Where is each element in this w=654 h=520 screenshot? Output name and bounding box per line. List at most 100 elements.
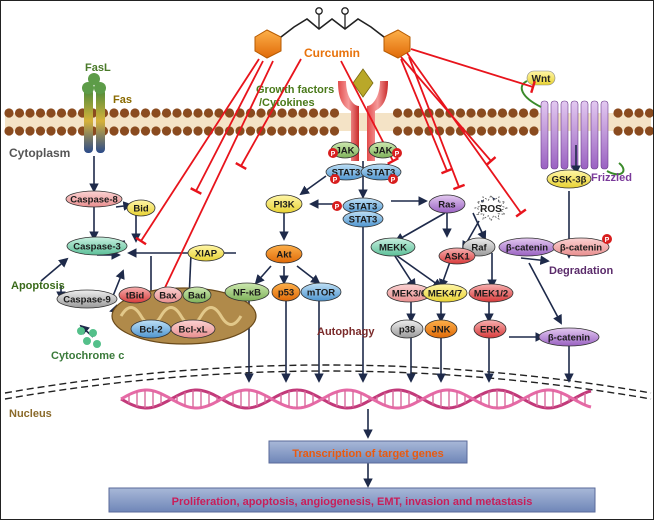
tbid-node: tBid: [118, 286, 152, 304]
bid-node: Bid: [126, 199, 156, 217]
growth-factors-label: Growth factors: [256, 84, 334, 96]
stat3-dimer-b-node-label: STAT3: [349, 215, 378, 226]
cell-membrane: [4, 108, 653, 136]
gsk3b-node: GSK-3β: [546, 169, 592, 189]
outcomes-box: [108, 487, 596, 513]
xiap-node-label: XIAP: [195, 249, 218, 260]
mek36-node-label: MEK3/6: [392, 289, 426, 300]
fas-label: Fas: [113, 94, 132, 106]
ask1-node: ASK1: [438, 247, 476, 265]
xiap-node: XIAP: [187, 244, 225, 262]
svg-text:P: P: [333, 177, 338, 184]
caspase-8-node: Caspase-8: [65, 190, 123, 208]
nfkb-node-label: NF-κB: [233, 288, 261, 299]
svg-text:P: P: [391, 177, 396, 184]
svg-text:P: P: [605, 237, 610, 244]
caspase-9-node: Caspase-9: [56, 289, 118, 309]
ros-node: ROS: [473, 194, 509, 222]
phosphate-icon: P: [392, 148, 402, 158]
bcl-2-node: Bcl-2: [130, 319, 172, 339]
transcription-text: Transcription of target genes: [292, 448, 444, 460]
ras-node: Ras: [428, 194, 466, 214]
jak-right-node-label: JAK: [373, 146, 392, 157]
bad-node-label: Bad: [188, 291, 206, 302]
mek36-node: MEK3/6: [386, 283, 432, 303]
nfkb-node: NF-κB: [224, 282, 270, 302]
jak-left-node-label: JAK: [335, 146, 354, 157]
raf-node-label: Raf: [471, 243, 487, 254]
bcl-xl-node-label: Bcl-xL: [178, 325, 207, 336]
phosphate-icon: P: [602, 234, 612, 244]
cytochrome-c-dots: [77, 327, 101, 348]
erk-node-label: ERK: [480, 325, 500, 336]
jnk-node: JNK: [424, 319, 458, 339]
bid-node-label: Bid: [133, 204, 149, 215]
p38-node-label: p38: [399, 325, 415, 336]
gsk3b-node-label: GSK-3β: [552, 175, 587, 186]
svg-text:P: P: [395, 151, 400, 158]
tbid-node-label: tBid: [126, 291, 145, 302]
fasl-label: FasL: [85, 62, 111, 74]
cytoplasm-label: Cytoplasm: [9, 146, 70, 160]
pi3k-node-label: PI3K: [273, 200, 294, 211]
pi3k-node: PI3K: [265, 194, 303, 214]
nuclear-envelope-outer: [4, 364, 652, 394]
curcumin-label: Curcumin: [304, 46, 360, 60]
beta-catenin-cytoplasm-node: β-catenin: [498, 237, 556, 257]
wnt-label: Wnt: [532, 74, 552, 85]
mekk-node-label: MEKK: [379, 243, 407, 254]
caspase-9-node-label: Caspase-9: [63, 295, 111, 306]
caspase-3-node-label: Caspase-3: [73, 242, 121, 253]
curcumin-structure: [254, 7, 411, 59]
mekk-node: MEKK: [370, 237, 416, 257]
beta-catenin-phospho-node-label: β-catenin: [560, 243, 602, 254]
mtor-node-label: mTOR: [307, 288, 335, 299]
stat3-dimer-a-node-label: STAT3: [349, 202, 378, 213]
mek47-node-label: MEK4/7: [428, 289, 462, 300]
phosphate-icon: P: [332, 201, 342, 211]
cytochrome-c-label: Cytochrome c: [51, 350, 124, 362]
nuclear-envelope-inner: [4, 370, 652, 400]
phosphate-icon: P: [388, 174, 398, 184]
nucleus-label: Nucleus: [9, 408, 52, 420]
outcomes-text: Proliferation, apoptosis, angiogenesis, …: [172, 496, 533, 508]
ras-node-label: Ras: [438, 200, 455, 211]
bax-node-label: Bax: [159, 291, 177, 302]
caspase-8-node-label: Caspase-8: [70, 195, 118, 206]
beta-catenin-phospho-node: β-catenin: [552, 237, 610, 257]
beta-catenin-nuclear-node-label: β-catenin: [548, 333, 590, 344]
bcl-xl-node: Bcl-xL: [170, 319, 216, 339]
apoptosis-label: Apoptosis: [11, 280, 65, 292]
erk-node: ERK: [473, 319, 507, 339]
p53-node-label: p53: [278, 288, 294, 299]
stat3-left-node-label: STAT3: [332, 168, 361, 179]
stat3-dimer-b-node: STAT3: [342, 210, 384, 228]
jnk-node-label: JNK: [431, 325, 450, 336]
akt-node: Akt: [265, 244, 303, 264]
ros-label: ROS: [480, 204, 502, 215]
mek12-node: MEK1/2: [468, 283, 514, 303]
p38-node: p38: [390, 319, 424, 339]
transcription-box: [268, 440, 468, 464]
akt-node-label: Akt: [276, 250, 292, 261]
degradation-label: Degradation: [549, 265, 613, 277]
phosphate-icon: P: [330, 174, 340, 184]
ask1-node-label: ASK1: [444, 252, 470, 263]
svg-text:P: P: [331, 151, 336, 158]
mtor-node: mTOR: [300, 282, 342, 302]
mek12-node-label: MEK1/2: [474, 289, 508, 300]
stat3-right-node-label: STAT3: [367, 168, 396, 179]
beta-catenin-nuclear-node: β-catenin: [538, 327, 600, 347]
frizzled-label: Frizzled: [591, 172, 632, 184]
autophagy-label: Autophagy: [317, 326, 375, 338]
svg-text:P: P: [335, 204, 340, 211]
p53-node: p53: [271, 282, 301, 302]
cytokines-label: /Cytokines: [259, 97, 315, 109]
bax-node: Bax: [153, 286, 183, 304]
jak-left-node: JAK: [330, 141, 360, 159]
mek47-node: MEK4/7: [422, 283, 468, 303]
caspase-3-node: Caspase-3: [66, 236, 128, 256]
beta-catenin-cytoplasm-node-label: β-catenin: [506, 243, 548, 254]
